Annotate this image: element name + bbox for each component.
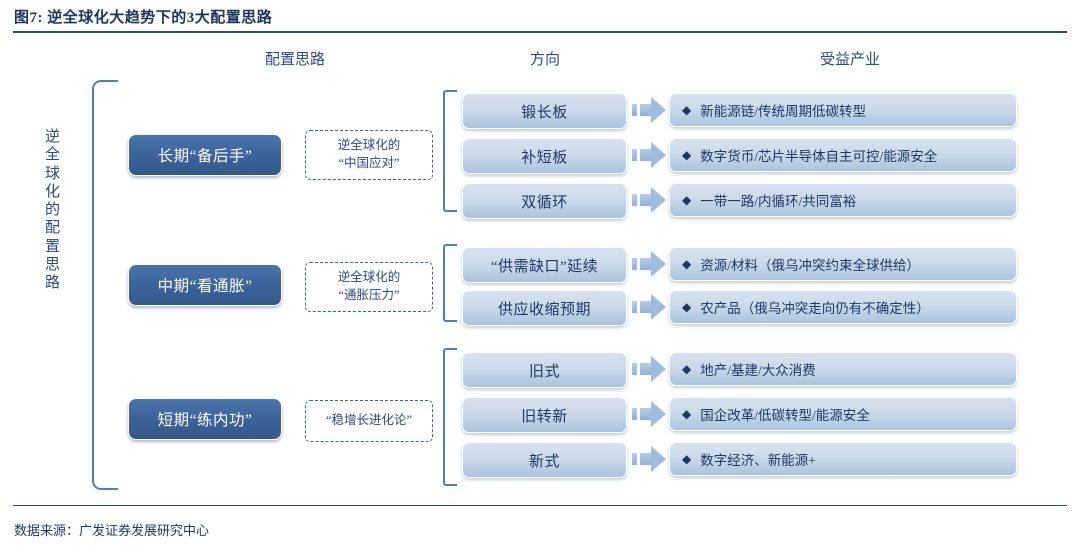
arrow-icon-2-1 <box>632 251 666 277</box>
note-line-1: “稳增长进化论” <box>325 413 413 428</box>
group-bracket-1 <box>443 90 457 212</box>
arrow-icon-1-2 <box>632 142 666 168</box>
arrow-icon-1-3 <box>632 187 666 213</box>
theme-box-mid-term[interactable]: 中期“看通胀” <box>128 264 282 306</box>
diamond-bullet-icon: ◆ <box>682 147 692 162</box>
industry-box-3-3: ◆ 数字经济、新能源+ <box>669 442 1017 476</box>
diamond-bullet-icon: ◆ <box>682 192 692 207</box>
footer-divider <box>13 505 1067 506</box>
note-line-1: 逆全球化的 <box>337 270 401 285</box>
theme-box-short-term[interactable]: 短期“练内功” <box>128 398 282 440</box>
direction-box-3-3[interactable]: 新式 <box>462 442 627 478</box>
direction-box-1-2[interactable]: 补短板 <box>462 138 627 174</box>
direction-box-3-2[interactable]: 旧转新 <box>462 397 627 433</box>
industry-box-2-2: ◆ 农产品（俄乌冲突走向仍有不确定性） <box>669 290 1017 324</box>
diamond-bullet-icon: ◆ <box>682 406 692 421</box>
industry-box-2-1: ◆ 资源/材料（俄乌冲突约束全球供给） <box>669 247 1017 281</box>
industry-label: 数字货币/芯片半导体自主可控/能源安全 <box>700 149 938 164</box>
arrow-icon-3-1 <box>632 356 666 382</box>
industry-box-1-3: ◆ 一带一路/内循环/共同富裕 <box>669 183 1017 217</box>
diamond-bullet-icon: ◆ <box>682 299 692 314</box>
industry-label: 一带一路/内循环/共同富裕 <box>700 194 857 209</box>
diamond-bullet-icon: ◆ <box>682 256 692 271</box>
note-box-long-term: 逆全球化的 “中国应对” <box>305 130 433 180</box>
diamond-bullet-icon: ◆ <box>682 102 692 117</box>
diamond-bullet-icon: ◆ <box>682 361 692 376</box>
arrow-icon-2-2 <box>632 294 666 320</box>
column-header-strategy: 配置思路 <box>264 52 325 68</box>
industry-label: 新能源链/传统周期低碳转型 <box>700 104 866 119</box>
industry-box-1-1: ◆ 新能源链/传统周期低碳转型 <box>669 93 1017 127</box>
vertical-axis-label: 逆全球化的配置思路 <box>44 129 61 292</box>
title-divider <box>13 31 1067 33</box>
note-box-mid-term: 逆全球化的 “通胀压力” <box>305 262 433 312</box>
outer-bracket <box>92 80 118 490</box>
direction-box-3-1[interactable]: 旧式 <box>462 352 627 388</box>
industry-label: 资源/材料（俄乌冲突约束全球供给） <box>700 258 920 273</box>
theme-box-long-term[interactable]: 长期“备后手” <box>128 134 282 176</box>
industry-label: 地产/基建/大众消费 <box>700 363 816 378</box>
source-note: 数据来源：广发证券发展研究中心 <box>14 523 210 538</box>
industry-label: 国企改革/低碳转型/能源安全 <box>700 408 870 423</box>
column-header-direction: 方向 <box>529 52 560 68</box>
direction-box-1-3[interactable]: 双循环 <box>462 183 627 219</box>
direction-box-2-2[interactable]: 供应收缩预期 <box>462 290 627 326</box>
direction-box-1-1[interactable]: 锻长板 <box>462 93 627 129</box>
group-bracket-3 <box>443 348 457 486</box>
column-header-industry: 受益产业 <box>819 52 880 68</box>
diamond-bullet-icon: ◆ <box>682 451 692 466</box>
note-box-short-term: “稳增长进化论” <box>305 400 433 442</box>
direction-box-2-1[interactable]: “供需缺口”延续 <box>462 247 627 283</box>
industry-box-1-2: ◆ 数字货币/芯片半导体自主可控/能源安全 <box>669 138 1017 172</box>
industry-box-3-1: ◆ 地产/基建/大众消费 <box>669 352 1017 386</box>
arrow-icon-3-2 <box>632 401 666 427</box>
industry-box-3-2: ◆ 国企改革/低碳转型/能源安全 <box>669 397 1017 431</box>
industry-label: 农产品（俄乌冲突走向仍有不确定性） <box>700 301 930 316</box>
note-line-1: 逆全球化的 <box>337 138 401 153</box>
note-line-2: “中国应对” <box>338 156 400 170</box>
figure-title: 图7: 逆全球化大趋势下的3大配置思路 <box>14 10 273 26</box>
industry-label: 数字经济、新能源+ <box>700 453 816 468</box>
arrow-icon-3-3 <box>632 446 666 472</box>
group-bracket-2 <box>443 244 457 322</box>
arrow-icon-1-1 <box>632 97 666 123</box>
note-line-2: “通胀压力” <box>338 288 400 302</box>
